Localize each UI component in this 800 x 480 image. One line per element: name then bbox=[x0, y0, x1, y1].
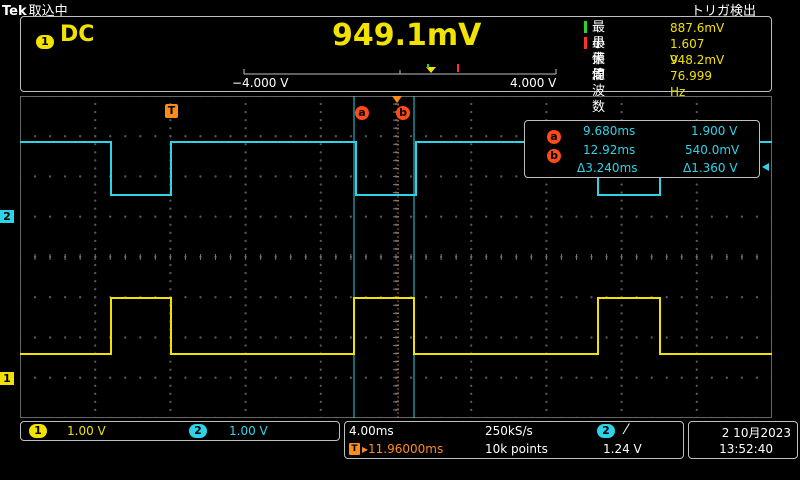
cursor-b-volt: 540.0mV bbox=[685, 143, 740, 157]
channel-2-ground-marker[interactable]: 2 bbox=[0, 210, 14, 223]
trigger-level-marker-icon[interactable] bbox=[762, 163, 769, 171]
trigger-delay: ▸11.96000ms bbox=[362, 442, 444, 456]
cursor-a-icon: a bbox=[547, 125, 561, 144]
cursor-a-handle[interactable]: a bbox=[355, 101, 369, 120]
brand-name: Tek bbox=[2, 4, 27, 19]
channel-2-scale: 1.00 V bbox=[229, 424, 268, 438]
cursor-delta-volt: Δ1.360 V bbox=[683, 161, 738, 175]
channel-2-scale-badge: 2 bbox=[189, 424, 207, 438]
acquisition-status: 取込中 bbox=[28, 4, 68, 19]
channel-1-badge[interactable]: 1 bbox=[36, 30, 54, 49]
cursor-b-time: 12.92ms bbox=[583, 143, 636, 157]
channel-1-scale-badge: 1 bbox=[29, 424, 47, 438]
vertical-scale-panel[interactable]: 1 1.00 V 2 1.00 V bbox=[20, 421, 340, 441]
datetime-panel: 2 10月2023 13:52:40 bbox=[688, 421, 798, 459]
trigger-status: トリガ検出 bbox=[690, 4, 756, 19]
trigger-source-badge: 2 bbox=[597, 424, 615, 438]
scale-min-label: −4.000 V bbox=[232, 76, 289, 90]
trigger-level: 1.24 V bbox=[603, 442, 642, 456]
value-pointer-icon bbox=[426, 67, 436, 73]
cursor-a-time: 9.680ms bbox=[583, 124, 636, 138]
channel-1-scale: 1.00 V bbox=[67, 424, 106, 438]
cursor-b-icon: b bbox=[547, 144, 561, 163]
trigger-delay-icon: T bbox=[349, 443, 360, 455]
cursor-readout-panel: a 9.680ms 1.900 V b 12.92ms 540.0mV Δ3.2… bbox=[524, 120, 760, 178]
range-scale bbox=[243, 64, 557, 75]
max-flag-icon bbox=[584, 37, 587, 49]
sample-rate: 250kS/s bbox=[485, 424, 533, 438]
readout-panel bbox=[20, 16, 772, 92]
horizontal-scale: 4.00ms bbox=[349, 424, 394, 438]
scale-max-label: 4.000 V bbox=[510, 76, 557, 90]
channel-2-trace bbox=[20, 141, 772, 196]
trigger-point-icon bbox=[392, 96, 402, 103]
min-flag-icon bbox=[584, 21, 587, 33]
cursor-b-handle[interactable]: b bbox=[396, 101, 410, 120]
date-label: 2 10月2023 bbox=[721, 426, 791, 440]
cursor-a-volt: 1.900 V bbox=[691, 124, 738, 138]
channel-1-ground-marker[interactable]: 1 bbox=[0, 372, 14, 385]
coupling-label: DC bbox=[60, 22, 95, 47]
trigger-slope-icon: ⁄ bbox=[625, 422, 628, 438]
record-length: 10k points bbox=[485, 442, 548, 456]
measurement-value: 949.1mV bbox=[332, 18, 482, 53]
time-label: 13:52:40 bbox=[719, 442, 773, 456]
trigger-position-marker[interactable]: T bbox=[165, 104, 178, 118]
timebase-panel[interactable]: 4.00ms 250kS/s 2 ⁄ T ▸11.96000ms 10k poi… bbox=[344, 421, 684, 459]
channel-1-trace bbox=[20, 297, 772, 355]
cursor-delta-time: Δ3.240ms bbox=[577, 161, 638, 175]
